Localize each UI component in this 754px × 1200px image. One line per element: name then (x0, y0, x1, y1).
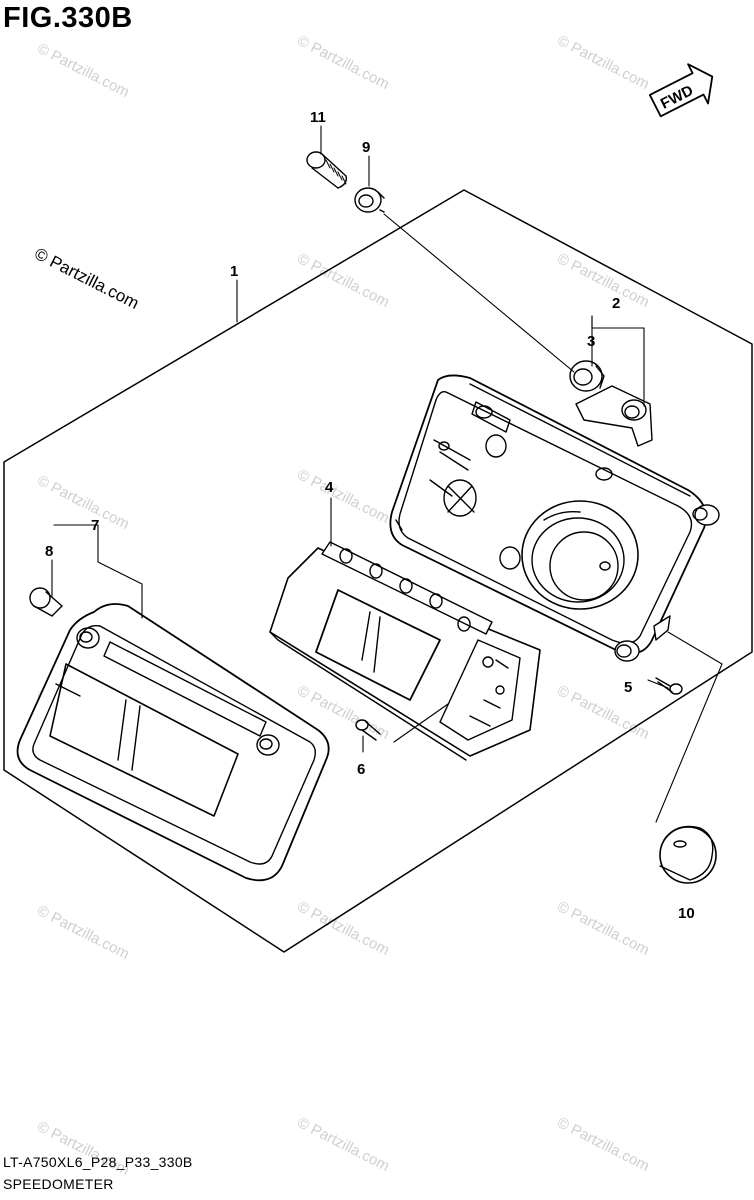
diagram-caption: SPEEDOMETER (3, 1176, 114, 1192)
diagram-code: LT-A750XL6_P28_P33_330B (3, 1154, 193, 1170)
callout-4: 4 (325, 479, 334, 496)
cap-part-10 (659, 825, 717, 884)
callout-2: 2 (612, 295, 620, 312)
callout-7: 7 (91, 517, 99, 534)
rear-housing-part-2 (389, 374, 720, 662)
bolt-part-11 (306, 151, 348, 189)
callout-3: 3 (587, 333, 595, 350)
assembly-outline (3, 189, 753, 953)
callout-11: 11 (310, 109, 326, 126)
front-cover-part-7 (16, 603, 330, 882)
grommet-part-9 (354, 187, 385, 213)
leader-lines (51, 125, 723, 823)
fwd-arrow-icon: FWD (648, 63, 714, 118)
callout-9: 9 (362, 139, 370, 156)
screw-part-6 (355, 719, 381, 741)
bolt-part-8 (29, 587, 63, 617)
meter-unit-part-4 (269, 541, 541, 761)
screw-part-5 (655, 677, 683, 695)
callout-6: 6 (357, 761, 365, 778)
callout-8: 8 (45, 543, 53, 560)
callout-10: 10 (678, 905, 695, 922)
callout-5: 5 (624, 679, 632, 696)
callout-1: 1 (230, 263, 238, 280)
figure-title: FIG.330B (3, 2, 133, 34)
grommet-part-3 (569, 360, 605, 392)
